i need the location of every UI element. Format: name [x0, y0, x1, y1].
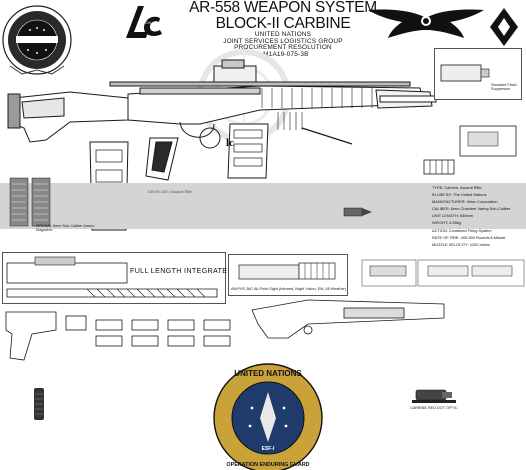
spec-unit-length: UNIT LENGTH: 846mm: [432, 213, 474, 219]
spec-caliber: CALIBER: 8mm Chamber Varing Sub-Caliber: [432, 206, 511, 212]
magazine-caption: SPECIAL 8mm Sub-Caliber Ammo Magazine: [36, 224, 95, 233]
flash-suppressor-panel: Standard Flash Suppressor: [434, 48, 522, 100]
emblem-bottom-text: OPERATION ENDURING GUARD: [226, 462, 309, 468]
org-line-1: UNITED NATIONS: [254, 31, 312, 38]
receiver-logo: lc: [226, 137, 234, 149]
organization-block: UNITED NATIONS JOINT SERVICES LOGISTICS …: [178, 31, 388, 58]
author-credit: DEVIN LEE • Assault Rifle: [148, 190, 193, 194]
red-dot-optic-icon: [412, 389, 456, 403]
title-line-1: AR-558 WEAPON SYSTEM: [189, 0, 377, 16]
document-title: AR-558 WEAPON SYSTEM BLOCK-II CARBINE: [168, 0, 398, 32]
spec-type: TYPE: Carbine, Assault Rifle: [432, 185, 482, 190]
spec-in-use-by: IN USE BY: The United Nations: [432, 192, 487, 198]
velox-logo-icon: VELOX: [126, 6, 162, 38]
spec-muzzle-velocity: MUZZLE VELOCITY: 1200 m/sec: [432, 241, 490, 247]
org-line-4: # M1A19-075-3B: [257, 50, 309, 58]
spec-action: ACTION: Combined Firing System: [432, 227, 492, 233]
org-line-2: JOINT SERVICES LOGISTICS GROUP: [223, 37, 343, 45]
accessory-frames: [361, 259, 525, 287]
spec-manufacturer: MANUFACTURER: Velox Corporation: [432, 199, 498, 205]
rifle-topdown-view: [251, 299, 445, 339]
spec-weight: WEIGHT: 4.65kg: [432, 220, 461, 226]
vertical-grip-icon: [34, 388, 44, 420]
bullet-icon: [343, 207, 372, 217]
operation-emblem-icon: UNITED NATIONS OPERATION ENDURING GUARD …: [213, 363, 323, 470]
org-line-3: PROCUREMENT RESOLUTION: [234, 44, 332, 52]
specification-list: TYPE: Carbine, Assault Rifle IN USE BY: …: [432, 184, 524, 248]
title-line-2: BLOCK-II CARBINE: [215, 15, 351, 32]
flash-suppressor-icon: [440, 64, 490, 82]
command-seal-icon: [2, 5, 72, 75]
rifle-side-view: lc: [7, 59, 437, 181]
diamond-insignia-icon: [490, 8, 518, 46]
specification-band: [0, 183, 526, 229]
flash-suppressor-label: Standard Flash Suppressor: [491, 83, 517, 92]
logo-brand: VELOX: [138, 20, 152, 25]
lower-receiver-parts: [5, 311, 231, 361]
muzzle-detail-icon: [423, 125, 517, 175]
rail-panel: [2, 252, 226, 304]
full-length-rail-label: FULL LENGTH INTEGRATED RAIL: [130, 266, 253, 275]
emblem-top-text: UNITED NATIONS: [234, 369, 302, 378]
rail-upper-receiver: [6, 256, 218, 298]
spec-rate-of-fire: RATE OF FIRE: 400-500 Rounds A Minute: [432, 234, 506, 240]
emblem-center-text: ESF-I: [262, 446, 275, 452]
winged-eagle-icon: [368, 9, 484, 38]
optic-sight-icon: [238, 262, 336, 280]
red-dot-optic-label: CARBINE RED DOT OPTIC: [410, 406, 458, 410]
optic-sight-label: AN/PVS-36C All-Point Sight (Infrared, Ni…: [231, 287, 347, 291]
magazine-stack-icon: [9, 177, 51, 227]
optic-sight-panel: AN/PVS-36C All-Point Sight (Infrared, Ni…: [228, 254, 348, 296]
